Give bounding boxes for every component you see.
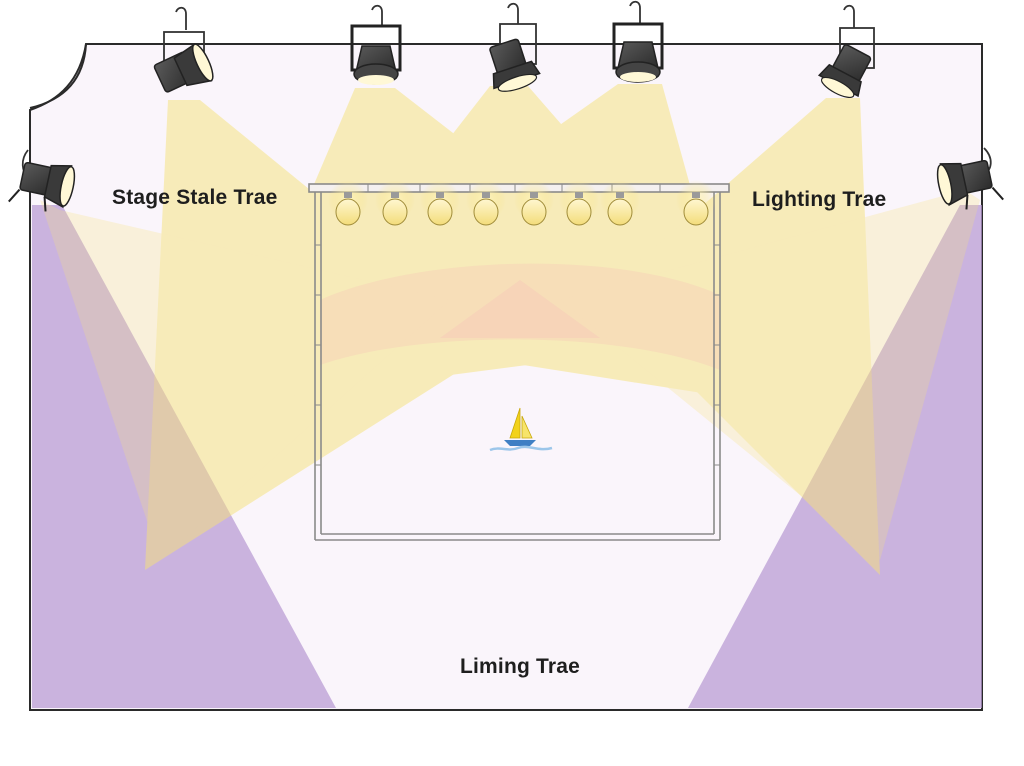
sailboat-icon xyxy=(489,407,553,452)
boat-sail-small xyxy=(521,415,533,439)
spotlight-icon xyxy=(936,147,1004,210)
lamp-lens xyxy=(683,198,709,226)
lamp-bracket xyxy=(616,192,624,198)
spot-stand xyxy=(43,196,47,212)
beam-side-left xyxy=(40,200,450,560)
beam-spot-5 xyxy=(600,98,880,575)
label-stage-stale-trae: Stage Stale Trae xyxy=(112,186,278,209)
truss-lamp-icon xyxy=(420,180,460,226)
stage-glow-arc xyxy=(320,263,720,370)
label-liming-trae: Liming Trae xyxy=(460,655,581,678)
stage-glow-triangle xyxy=(440,280,600,338)
spot-lens-glow xyxy=(620,72,656,82)
spot-barrel xyxy=(817,63,862,98)
boat-hull xyxy=(504,440,536,446)
lamp-lens xyxy=(521,198,547,226)
spot-stand xyxy=(8,188,21,203)
spot-stand xyxy=(991,186,1004,201)
spot-hook xyxy=(629,0,641,24)
spot-hook xyxy=(175,6,187,30)
lamp-lens xyxy=(382,198,408,226)
spot-lens-glow xyxy=(358,75,394,85)
truss-lamp-icon xyxy=(559,180,599,226)
spot-lens xyxy=(820,76,855,98)
spotlight-icon xyxy=(153,6,214,93)
spot-lens xyxy=(59,166,76,207)
spot-hook xyxy=(371,4,383,26)
lamp-bracket xyxy=(344,192,352,198)
lamp-lens xyxy=(566,198,592,226)
truss-lamps xyxy=(328,180,716,226)
spotlight-icon xyxy=(8,149,76,212)
spot-stand xyxy=(965,194,969,210)
spot-lens xyxy=(191,43,214,82)
truss-lamp-icon xyxy=(514,180,554,226)
spotlight-icon xyxy=(350,4,402,85)
beam-side-right xyxy=(560,190,980,560)
lamp-bracket xyxy=(391,192,399,198)
spotlight-icon xyxy=(612,0,664,83)
truss-lamp-icon xyxy=(328,180,368,226)
curtain-swag xyxy=(29,43,87,109)
truss-lamp-icon xyxy=(600,180,640,226)
lamp-lens xyxy=(427,198,453,226)
lamp-lens xyxy=(335,198,361,226)
spot-hook xyxy=(507,2,519,24)
boat-water xyxy=(489,445,553,452)
boat-sail xyxy=(509,407,521,439)
lamp-bracket xyxy=(530,192,538,198)
spot-lens xyxy=(497,73,538,92)
side-spotlights xyxy=(8,147,1004,212)
truss-lamp-icon xyxy=(676,180,716,226)
spot-lens xyxy=(936,164,953,205)
lamp-bracket xyxy=(692,192,700,198)
truss-lamp-icon xyxy=(375,180,415,226)
lamp-bracket xyxy=(575,192,583,198)
lamp-lens xyxy=(607,198,633,226)
truss-lamp-icon xyxy=(466,180,506,226)
lamp-bracket xyxy=(436,192,444,198)
label-lighting-trae: Lighting Trae xyxy=(752,188,887,211)
spotlight-icon xyxy=(817,4,875,98)
overhead-spotlights xyxy=(153,0,875,98)
lamp-bracket xyxy=(482,192,490,198)
spotlight-icon xyxy=(489,2,541,92)
lamp-lens xyxy=(473,198,499,226)
spot-hook xyxy=(843,4,855,28)
